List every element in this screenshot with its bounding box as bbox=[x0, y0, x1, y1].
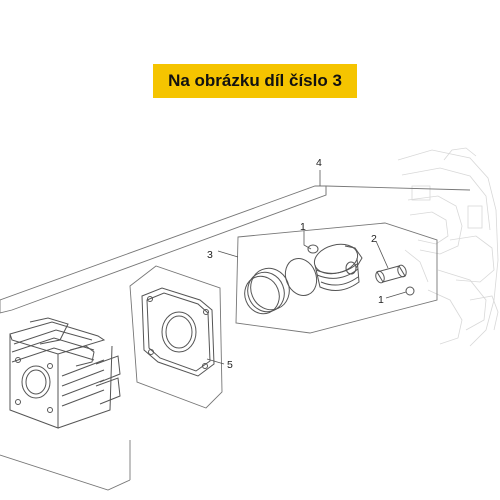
callout-4-label: 4 bbox=[316, 157, 322, 169]
leader-lines bbox=[206, 170, 407, 365]
circlip-icon bbox=[307, 244, 319, 254]
piston-rings-icon bbox=[244, 258, 318, 315]
piston-icon bbox=[313, 243, 363, 292]
cylinder-gasket-icon bbox=[129, 265, 223, 409]
callout-5-label: 5 bbox=[227, 359, 233, 371]
circlip-icon-lower bbox=[405, 286, 415, 296]
page-title: Na obrázku díl číslo 3 bbox=[153, 64, 357, 98]
piston-pin-icon bbox=[375, 264, 407, 284]
cylinder-block-icon bbox=[9, 317, 121, 429]
callout-3-label: 3 bbox=[207, 249, 213, 261]
piston-kit-frame bbox=[235, 222, 438, 334]
piston-assembly-frame bbox=[0, 185, 471, 491]
callout-1-lower-label: 1 bbox=[378, 294, 384, 306]
engine-background-icon bbox=[397, 147, 499, 347]
callout-1-label: 1 bbox=[300, 221, 306, 233]
callout-2-label: 2 bbox=[371, 233, 377, 245]
